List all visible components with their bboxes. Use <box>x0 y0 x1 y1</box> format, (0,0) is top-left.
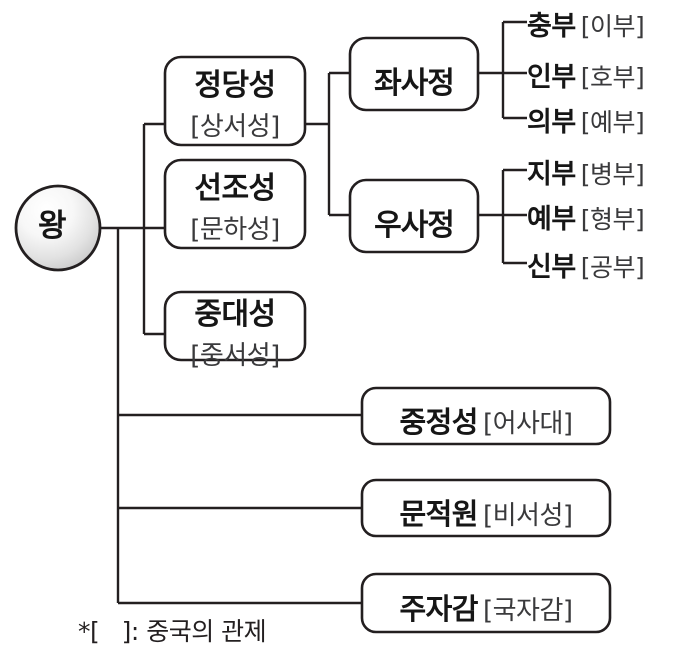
leaf-chungbu[interactable]: 충부[이부] <box>527 4 645 43</box>
node-seonjoseong-name: 선조성 <box>194 170 276 206</box>
box-jeongdangseong[interactable] <box>163 55 307 147</box>
node-jungjeongseong-alt: [어사대] <box>482 409 573 439</box>
leaf-inbu-alt: [호부] <box>580 63 645 92</box>
leaf-inbu-name: 인부 <box>527 62 576 93</box>
leaf-jibu[interactable]: 지부[병부] <box>527 152 645 191</box>
leaf-yebu-name: 예부 <box>527 204 576 235</box>
leaf-jibu-alt: [병부] <box>580 160 645 189</box>
node-munjeokwon[interactable]: 문적원[비서성] <box>362 491 610 533</box>
node-jujagam[interactable]: 주자감[국자감] <box>362 586 610 628</box>
node-jungdaeseong-name: 중대성 <box>194 296 276 332</box>
box-jwasajeong[interactable] <box>348 36 480 112</box>
leaf-uibu-alt: [예부] <box>580 108 645 137</box>
leaf-yebu-alt: [형부] <box>580 205 645 234</box>
leaf-uibu[interactable]: 의부[예부] <box>527 100 645 139</box>
node-jeongdangseong-name: 정당성 <box>194 67 276 103</box>
node-jeongdangseong-alt: [상서성] <box>190 111 280 142</box>
leaf-inbu[interactable]: 인부[호부] <box>527 55 645 94</box>
box-seonjoseong[interactable] <box>163 158 307 250</box>
node-jungdaeseong-alt: [중서성] <box>190 340 280 371</box>
leaf-chungbu-alt: [이부] <box>580 12 645 41</box>
box-jungjeongseong[interactable] <box>360 386 612 446</box>
leaf-sinbu[interactable]: 신부[공부] <box>527 245 645 284</box>
leaf-yebu[interactable]: 예부[형부] <box>527 197 645 236</box>
node-munjeokwon-name: 문적원 <box>399 497 478 531</box>
king-node-circle <box>16 186 100 270</box>
node-usajeong[interactable]: 우사정 <box>374 208 455 243</box>
node-jujagam-alt: [국자감] <box>482 596 573 626</box>
king-node-label: 왕 <box>38 208 67 244</box>
box-jungdaeseong[interactable] <box>163 290 307 362</box>
node-munjeokwon-alt: [비서성] <box>482 501 573 531</box>
node-jeongdangseong[interactable]: 정당성 [상서성] <box>165 57 305 145</box>
leaf-sinbu-alt: [공부] <box>580 253 645 282</box>
leaf-uibu-name: 의부 <box>527 107 576 138</box>
node-jujagam-name: 주자감 <box>399 592 478 626</box>
leaf-chungbu-name: 충부 <box>527 11 576 42</box>
node-jungjeongseong[interactable]: 중정성[어사대] <box>362 399 610 441</box>
leaf-sinbu-name: 신부 <box>527 252 576 283</box>
node-seonjoseong-alt: [문하성] <box>190 214 280 245</box>
box-usajeong[interactable] <box>348 178 480 254</box>
node-jungjeongseong-name: 중정성 <box>399 405 478 439</box>
node-jwasajeong[interactable]: 좌사정 <box>374 66 455 101</box>
leaf-jibu-name: 지부 <box>527 159 576 190</box>
node-seonjoseong[interactable]: 선조성 [문하성] <box>165 160 305 248</box>
node-jungdaeseong[interactable]: 중대성 [중서성] <box>165 286 305 374</box>
footnote-legend: *[ ]: 중국의 관제 <box>78 617 267 646</box>
box-munjeokwon[interactable] <box>360 478 612 538</box>
box-jujagam[interactable] <box>360 572 612 634</box>
